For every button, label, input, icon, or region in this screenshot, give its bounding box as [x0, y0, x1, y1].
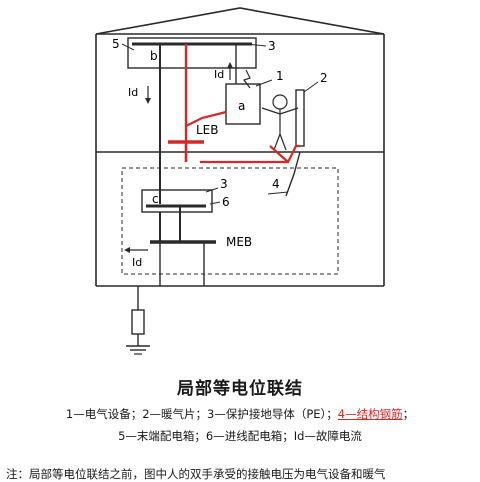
- label-6: 6: [222, 195, 230, 209]
- person-leg-right: [279, 133, 287, 151]
- incoming-distribution-box: [141, 189, 213, 213]
- earth-resistor: [131, 309, 145, 335]
- figure-note: 注：局部等电位联结之前，图中人的双手承受的接触电压为电气设备和暖气: [6, 467, 386, 481]
- structural-rebar: [285, 151, 301, 197]
- legend-line-2: 5—末端配电箱；6—进线配电箱；Id—故障电流: [0, 428, 480, 444]
- person-arm-left: [261, 107, 281, 115]
- legend-fault-current: —故障电流: [304, 429, 362, 443]
- label-1: 1: [276, 69, 284, 83]
- label-c: c: [152, 192, 159, 206]
- label-meb: MEB: [226, 235, 252, 249]
- legend-items-1-3: 1—电气设备；2—暖气片；3—保护接地导体（PE）；: [65, 407, 338, 421]
- label-3-top: 3: [268, 39, 276, 53]
- leader-3-top: [245, 43, 267, 47]
- bonding-to-radiator: [200, 144, 300, 164]
- label-a: a: [238, 99, 245, 113]
- legend-line-1: 1—电气设备；2—暖气片；3—保护接地导体（PE）；4—结构钢筋；: [0, 406, 480, 422]
- person-head: [272, 94, 288, 110]
- current-label-2: Id: [214, 68, 224, 81]
- fault-spark: [243, 69, 251, 89]
- current-arrow-1-head: [145, 98, 151, 104]
- bonding-to-structure: [269, 145, 289, 163]
- label-2: 2: [320, 71, 328, 85]
- current-arrow-2-head: [227, 62, 233, 68]
- roof-outline: [95, 7, 385, 35]
- label-leb: LEB: [196, 123, 219, 137]
- electrical-equipment: [225, 83, 261, 125]
- leader-5: [121, 43, 135, 51]
- leader-3-mid: [205, 187, 219, 193]
- person-leg-left: [273, 133, 281, 151]
- label-b: b: [150, 49, 158, 63]
- legend-item-4-highlight: 4—结构钢筋: [337, 407, 403, 421]
- current-label-3: Id: [132, 256, 142, 269]
- final-distribution-box: [127, 37, 257, 69]
- leader-6: [209, 201, 221, 205]
- leader-4: [267, 191, 289, 195]
- legend-items-5-6: 5—末端配电箱；6—进线配电箱；: [118, 429, 294, 443]
- radiator: [295, 89, 305, 147]
- current-label-1: Id: [128, 86, 138, 99]
- figure-title: 局部等电位联结: [177, 379, 303, 399]
- structure-zone-dashed: [121, 167, 339, 275]
- bonding-to-equipment: [185, 110, 227, 127]
- label-4: 4: [272, 177, 280, 191]
- person-arm-right: [279, 107, 299, 115]
- legend-separator: ；: [402, 407, 415, 421]
- leader-2: [303, 81, 319, 93]
- legend-id-symbol: Id: [293, 429, 305, 443]
- label-5: 5: [112, 37, 120, 51]
- leader-1: [255, 79, 273, 87]
- current-arrow-3-head: [124, 247, 130, 253]
- label-3-mid: 3: [220, 177, 228, 191]
